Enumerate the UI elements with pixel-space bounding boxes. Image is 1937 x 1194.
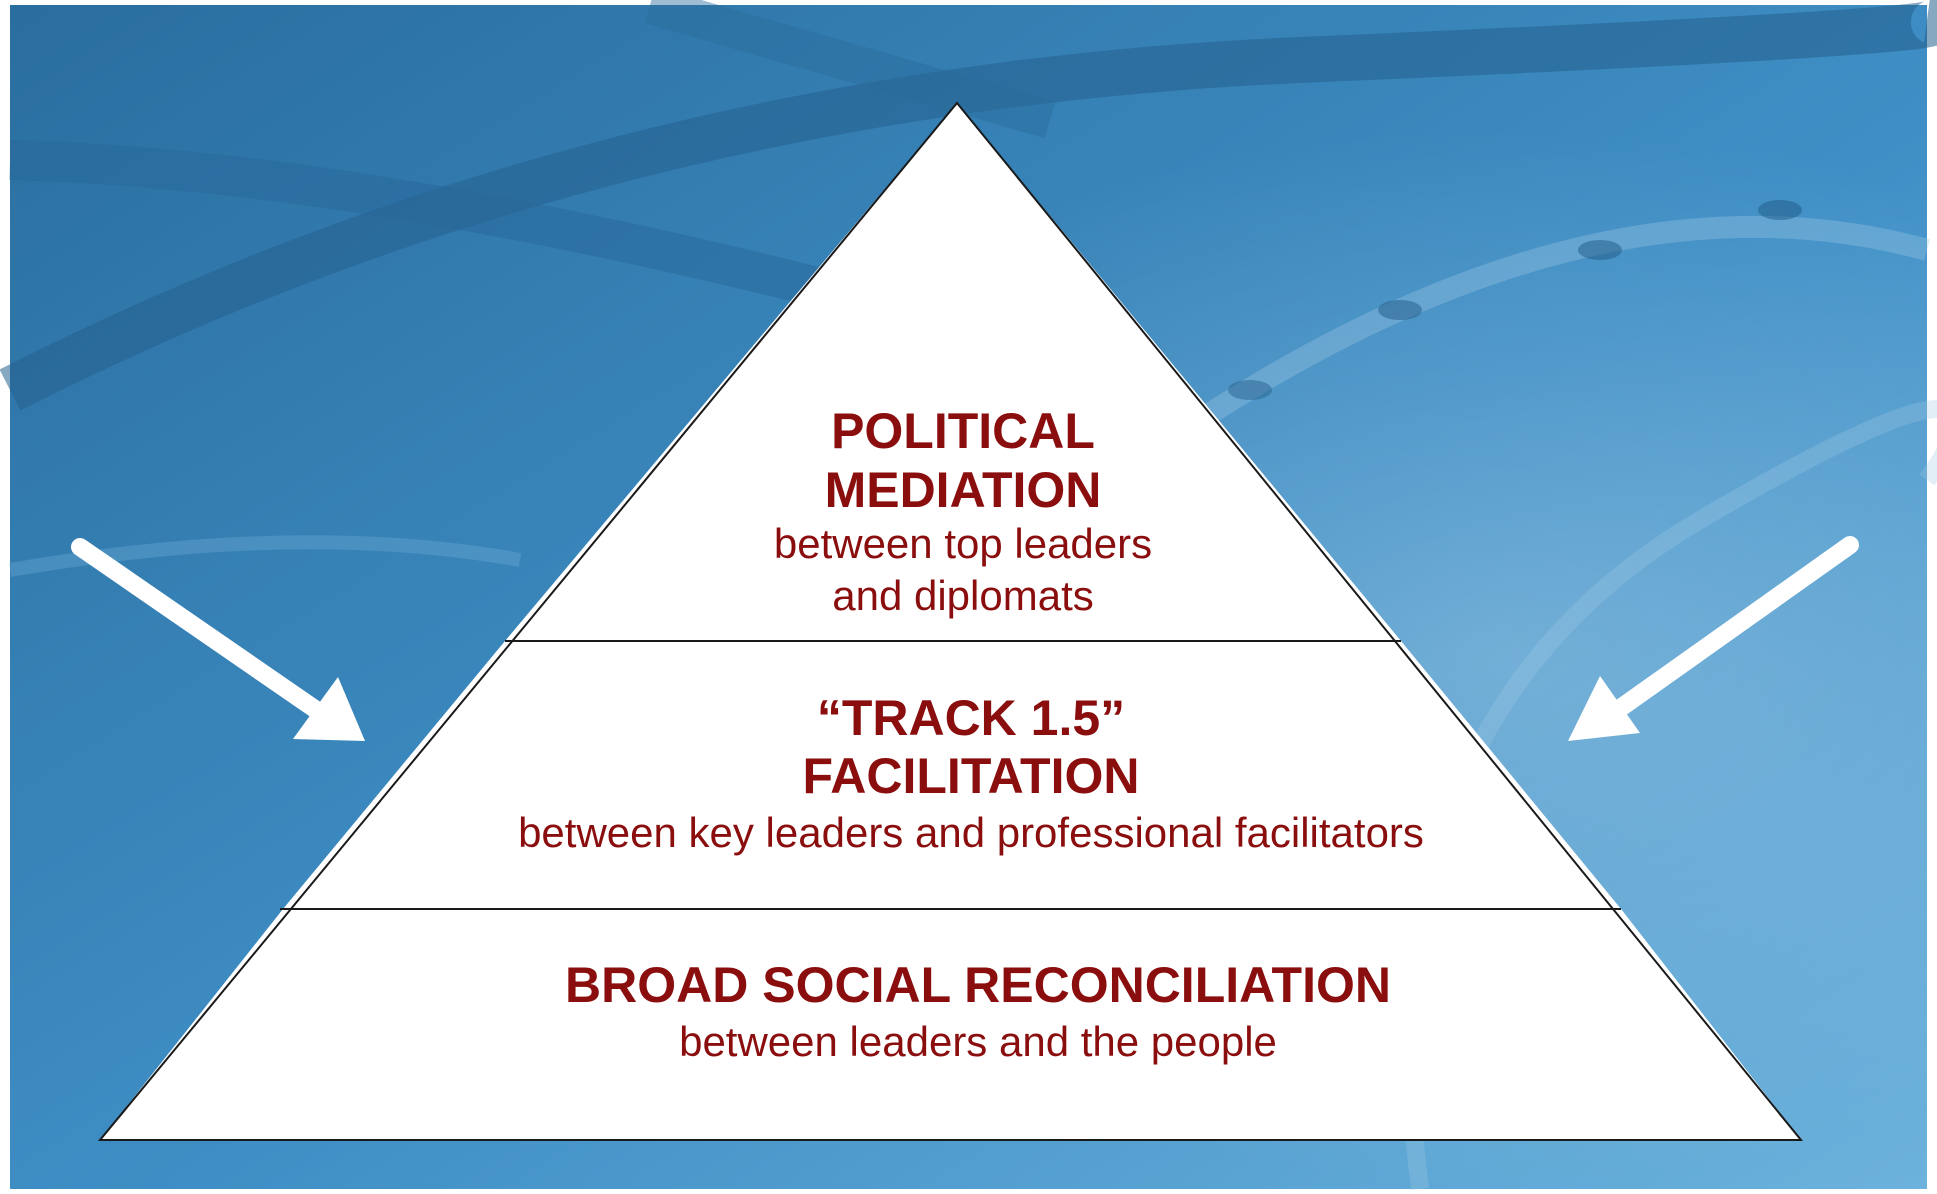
tier-title-line: FACILITATION [803,748,1140,804]
right-arrow-icon [1568,536,1859,741]
pyramid-outline [97,101,1804,1141]
tier-subtitle-line: between key leaders and professional fac… [518,809,1424,856]
tier-subtitle-line: between top leaders [774,520,1152,567]
tier-broad-social-reconciliation: BROAD SOCIAL RECONCILIATION between lead… [565,957,1391,1065]
pyramid-tier-bottom [100,909,1801,1140]
pyramid-tier-middle [283,641,1621,909]
tier-title-line: BROAD SOCIAL RECONCILIATION [565,957,1391,1013]
tier-political-mediation: POLITICAL MEDIATION between top leaders … [774,403,1152,619]
left-arrow-icon [71,538,365,741]
tier-title-line: “TRACK 1.5” [817,690,1125,746]
pyramid-tier-top [505,103,1401,641]
tier-title-line: POLITICAL [831,403,1095,459]
pyramid [97,101,1804,1141]
tier-subtitle-line: between leaders and the people [679,1018,1277,1065]
tier-title-line: MEDIATION [825,462,1102,518]
tier-track-facilitation: “TRACK 1.5” FACILITATION between key lea… [518,690,1424,856]
tier-subtitle-line: and diplomats [832,572,1094,619]
